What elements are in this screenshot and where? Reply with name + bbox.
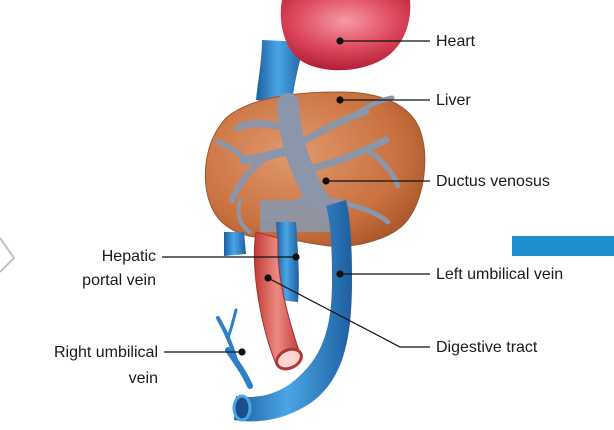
label-left-umbilical-vein: Left umbilical vein — [436, 264, 563, 285]
label-hepatic-portal-vein-2: portal vein — [82, 270, 156, 291]
nav-arrow-icon — [0, 238, 14, 272]
label-right-umbilical-vein-1: Right umbilical — [54, 342, 158, 363]
portal-vein-stub — [224, 232, 246, 256]
umbilical-vein-opening — [234, 396, 250, 420]
label-liver: Liver — [436, 90, 471, 111]
label-digestive-tract: Digestive tract — [436, 337, 537, 358]
label-ductus-venosus: Ductus venosus — [436, 171, 550, 192]
label-hepatic-portal-vein-1: Hepatic — [102, 246, 156, 267]
heart-shape — [281, 0, 411, 70]
label-heart: Heart — [436, 31, 475, 52]
label-right-umbilical-vein-2: vein — [129, 368, 158, 389]
accent-bar — [512, 236, 614, 256]
right-umbilical-vein-shape — [218, 310, 250, 386]
